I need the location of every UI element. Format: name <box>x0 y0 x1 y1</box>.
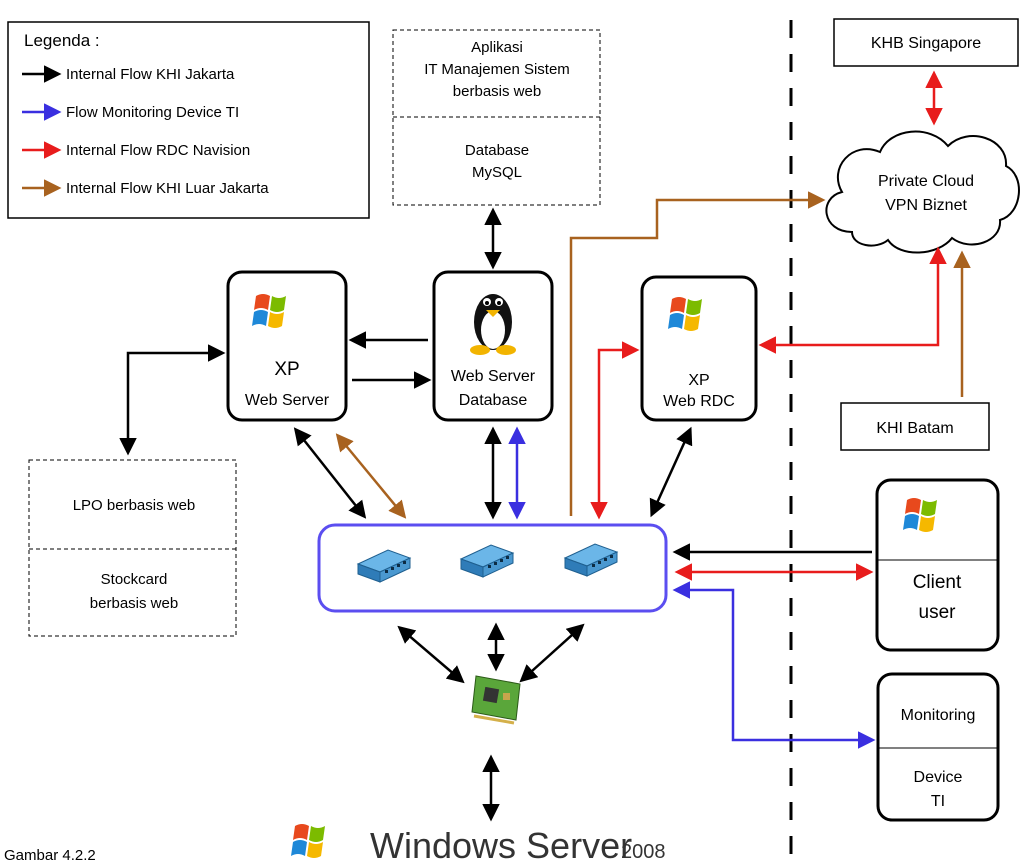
arrow-hub-nic-right <box>519 623 585 683</box>
xp-web-server-line1: XP <box>274 359 299 380</box>
network-card-icon <box>471 675 521 725</box>
xp-web-server-line2: Web Server <box>245 392 330 409</box>
windows-logo-icon <box>291 824 325 858</box>
cloud-line1: Private Cloud <box>878 173 974 190</box>
lpo-label: LPO berbasis web <box>73 497 196 514</box>
client-line1: Client <box>913 572 962 593</box>
device-label: Device <box>914 769 963 786</box>
figure-caption: Gambar 4.2.2 <box>4 847 96 861</box>
switch-hub <box>317 523 668 613</box>
arrow-monitoring-hub-blue <box>672 581 876 749</box>
app-line-1: Aplikasi <box>471 39 523 56</box>
linux-tux-icon <box>470 294 516 355</box>
private-cloud-node: Private Cloud VPN Biznet <box>825 130 1020 254</box>
arrow-xp-lpo <box>119 344 226 456</box>
arrow-hub-nic-left <box>397 625 465 684</box>
arrow-rdc-cloud-red <box>758 246 947 354</box>
arrow-xp-hub-brown <box>335 433 407 519</box>
app-line-3: berbasis web <box>453 83 541 100</box>
arrow-rdc-hub-black <box>649 426 693 518</box>
khi-batam-label: KHI Batam <box>876 420 953 437</box>
monitoring-label: Monitoring <box>901 707 976 724</box>
arrow-hub-rdc-red <box>590 341 640 520</box>
app-database-box: Aplikasi IT Manajemen Sistem berbasis we… <box>392 29 601 206</box>
web-server-db-line1: Web Server <box>451 368 536 385</box>
db-line-1: Database <box>465 142 529 159</box>
client-user-node: Client user <box>875 478 1000 652</box>
db-line-2: MySQL <box>472 164 522 181</box>
legend-item-black: Internal Flow KHI Jakarta <box>66 66 235 83</box>
legend-item-brown: Internal Flow KHI Luar Jakarta <box>66 180 269 197</box>
xp-web-rdc-node: XP Web RDC <box>640 275 758 422</box>
xp-web-server-node: XP Web Server <box>226 270 348 422</box>
monitoring-device-node: Monitoring Device TI <box>876 672 1000 822</box>
client-line2: user <box>919 602 957 623</box>
legend-item-blue: Flow Monitoring Device TI <box>66 104 239 121</box>
khi-batam-node: KHI Batam <box>840 402 990 451</box>
windows-server-brand: Windows Server <box>370 825 632 861</box>
app-line-2: IT Manajemen Sistem <box>424 61 570 78</box>
arrow-xp-hub-black <box>293 427 367 519</box>
windows-server-version: 2008 <box>621 841 666 861</box>
legend-item-red: Internal Flow RDC Navision <box>66 142 250 159</box>
xp-web-rdc-line2: Web RDC <box>663 393 735 410</box>
web-server-database-node: Web Server Database <box>432 270 554 422</box>
khb-singapore-node: KHB Singapore <box>833 18 1019 67</box>
legend-title: Legenda : <box>24 31 100 50</box>
arrow-hub-cloud-brown <box>569 191 826 516</box>
legend: Legenda : Internal Flow KHI Jakarta Flow… <box>7 21 370 219</box>
stockcard-line2: berbasis web <box>90 595 178 612</box>
web-server-db-line2: Database <box>459 392 528 409</box>
stockcard-line1: Stockcard <box>101 571 168 588</box>
xp-web-rdc-line1: XP <box>688 372 709 389</box>
khb-singapore-label: KHB Singapore <box>871 35 981 52</box>
lpo-stockcard-box: LPO berbasis web Stockcard berbasis web <box>28 459 237 637</box>
ti-label: TI <box>931 793 945 810</box>
windows-server-2008-logo: Windows Server 2008 <box>291 824 666 861</box>
cloud-line2: VPN Biznet <box>885 197 967 214</box>
